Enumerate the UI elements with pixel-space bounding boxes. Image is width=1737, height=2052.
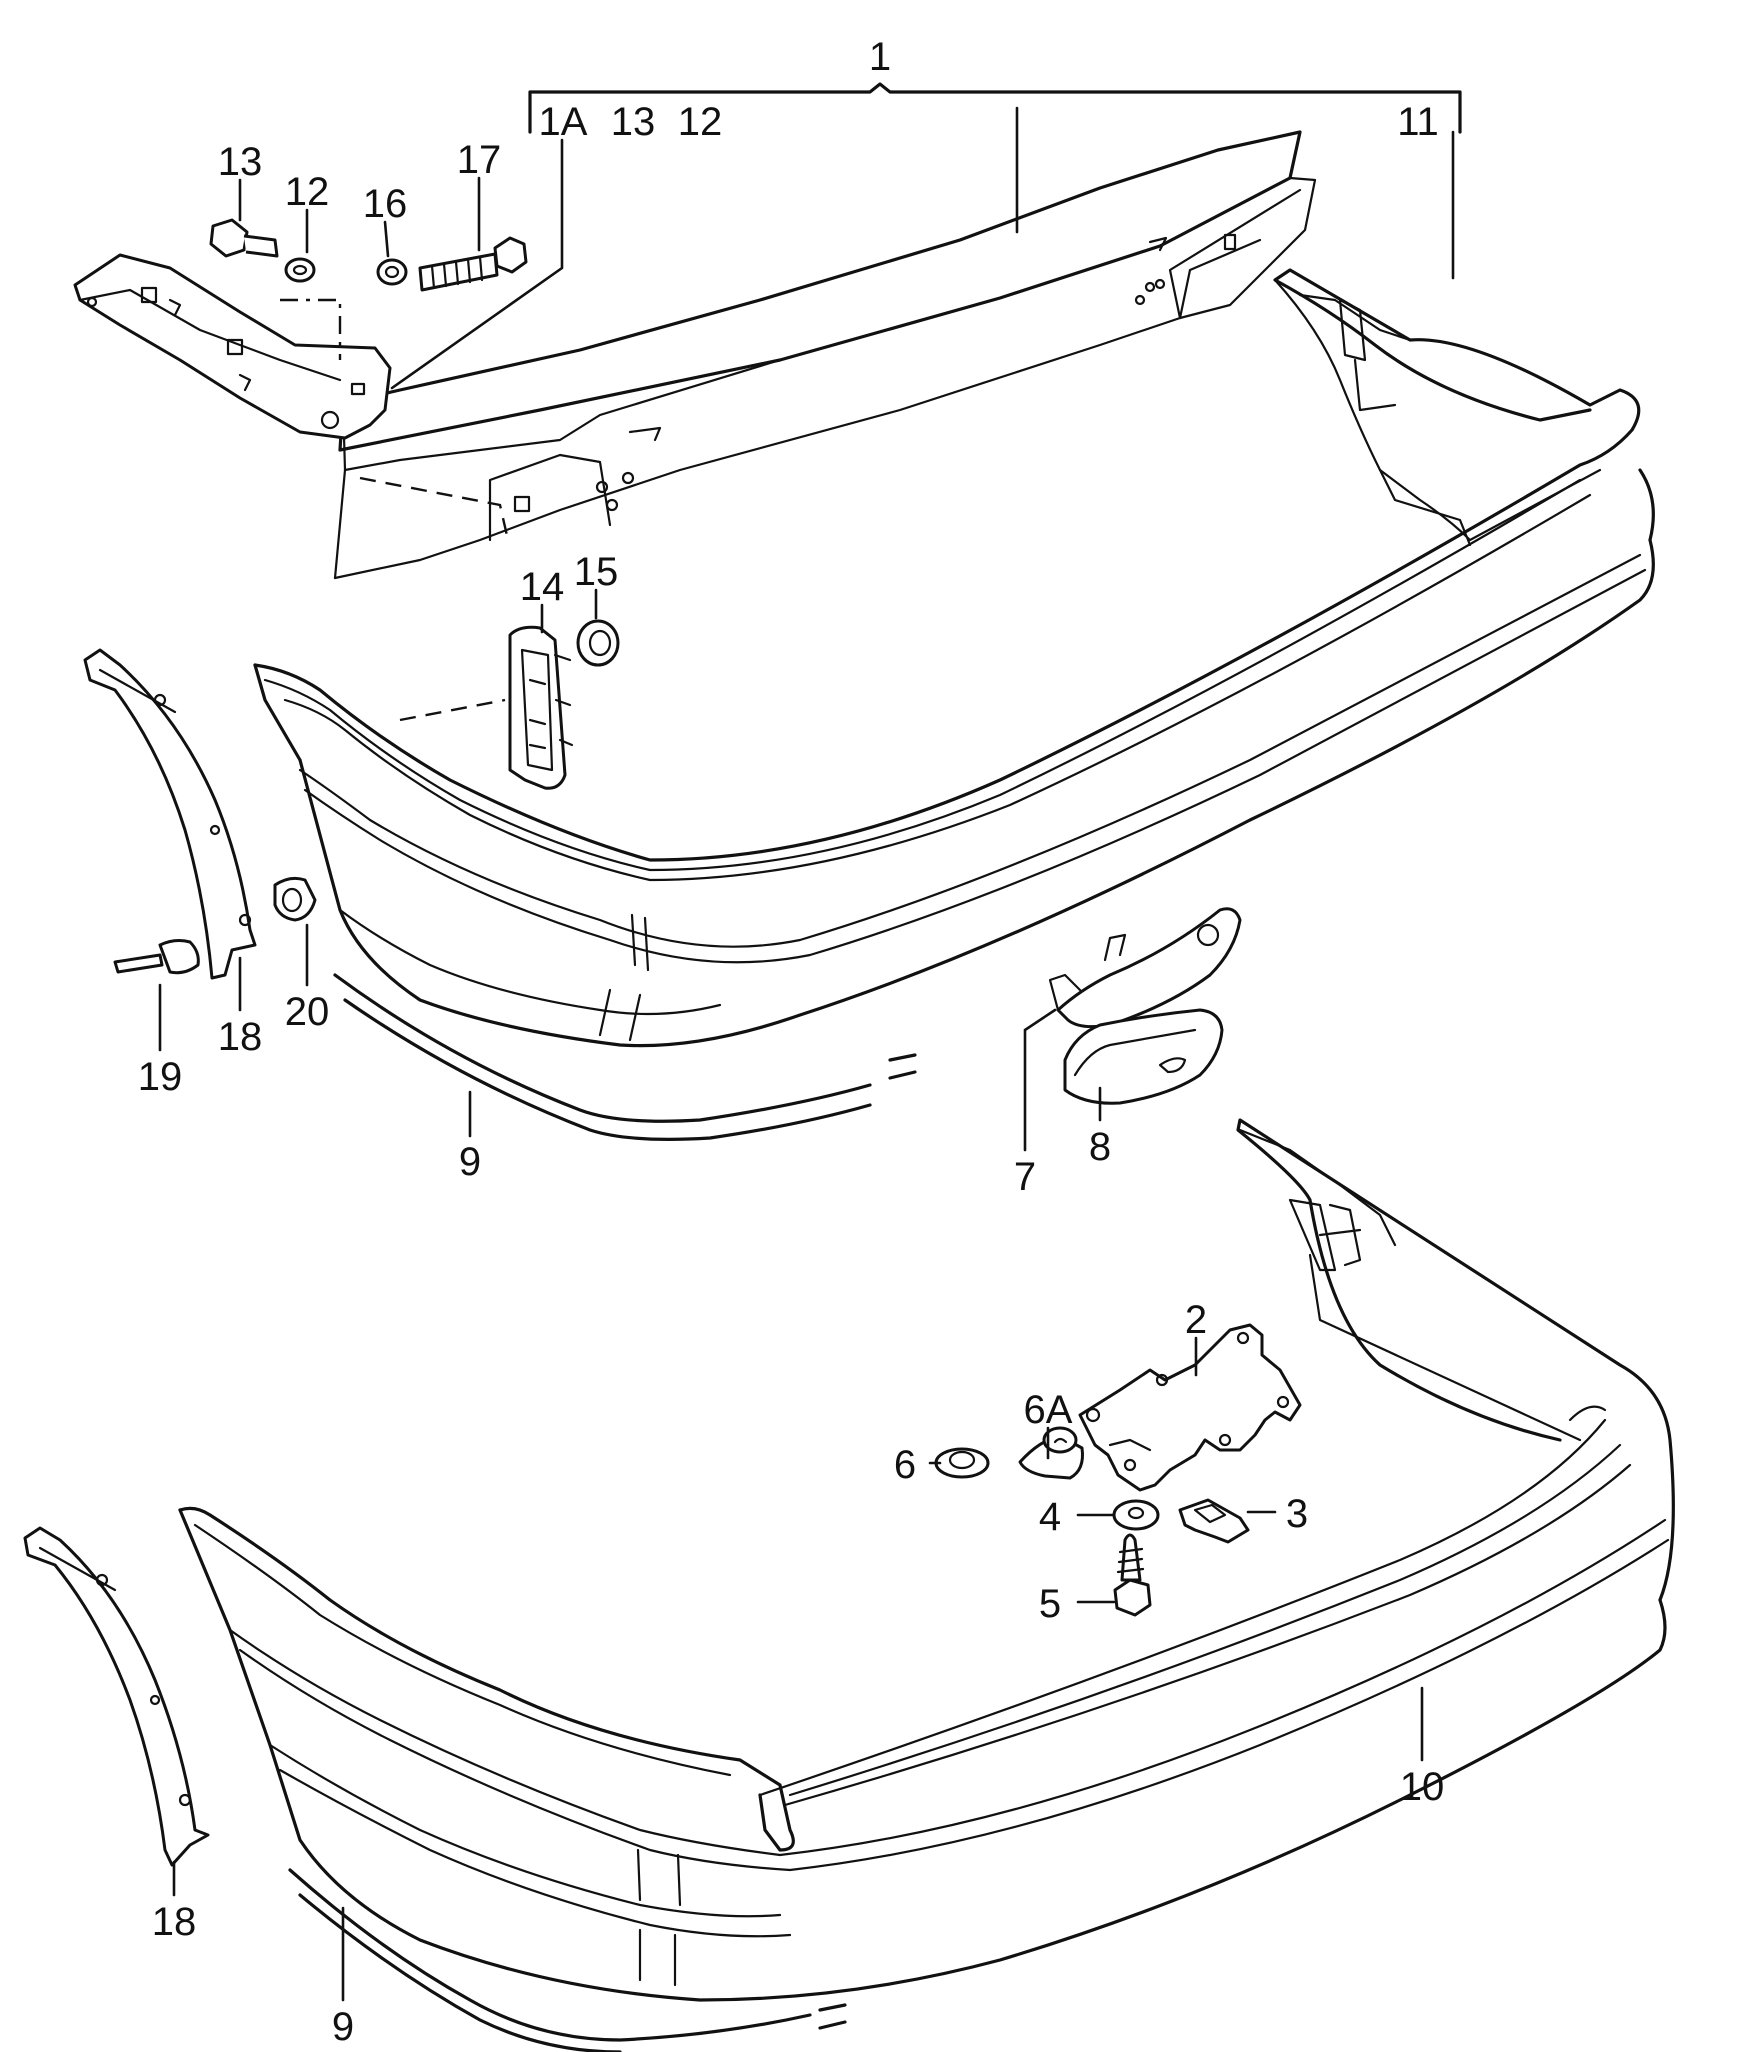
callout-1a: 1A xyxy=(539,100,588,144)
expanding-rivet xyxy=(113,939,200,975)
mounting-bracket-1a xyxy=(73,253,392,440)
assembly-line xyxy=(399,698,506,722)
bumper-cover-upper xyxy=(253,268,1655,1048)
callout-17: 17 xyxy=(457,138,502,182)
spring-clip xyxy=(1178,1498,1250,1544)
callout-9-bottom: 9 xyxy=(332,2005,354,2049)
assembly-line xyxy=(359,476,510,541)
callout-8: 8 xyxy=(1089,1125,1111,1169)
tapping-screw xyxy=(1113,1533,1152,1617)
bumper-reinforcement-beam xyxy=(333,130,1317,580)
insert-plate xyxy=(1063,1008,1224,1105)
callout-15: 15 xyxy=(574,550,619,594)
callout-20: 20 xyxy=(285,990,330,1034)
callout-12-top: 12 xyxy=(678,100,723,144)
callout-16: 16 xyxy=(363,182,408,226)
callout-18-bottom: 18 xyxy=(152,1900,197,1944)
callout-1: 1 xyxy=(869,35,891,79)
wheel-arch-trim xyxy=(83,648,257,980)
wheel-arch-trim xyxy=(23,1526,210,1867)
callout-18-top: 18 xyxy=(218,1015,263,1059)
callout-5: 5 xyxy=(1039,1582,1061,1626)
callout-labels: 1 1A 13 12 11 13 12 16 17 14 15 18 19 20… xyxy=(138,35,1445,2049)
washer xyxy=(376,258,408,286)
guide-bracket xyxy=(508,625,574,790)
bumper-cover-lower xyxy=(178,1118,1675,2002)
callout-6a: 6A xyxy=(1024,1388,1073,1432)
hex-bolt xyxy=(209,218,279,258)
callout-10: 10 xyxy=(1400,1765,1445,1809)
speed-nut xyxy=(934,1447,990,1479)
washer xyxy=(1112,1499,1160,1531)
assembly-bracket xyxy=(390,82,1462,390)
leader-lines xyxy=(158,176,1424,2002)
plastic-rivet xyxy=(1018,1426,1084,1480)
callout-13: 13 xyxy=(218,140,263,184)
grommet-nut xyxy=(576,619,620,667)
trim-strip xyxy=(333,973,917,1141)
callout-4: 4 xyxy=(1039,1495,1061,1539)
mounting-plate xyxy=(1078,1323,1302,1492)
callout-9-top: 9 xyxy=(459,1140,481,1184)
callout-3: 3 xyxy=(1286,1492,1308,1536)
trim-strip xyxy=(288,1868,847,2052)
threaded-bolt xyxy=(418,236,528,292)
callout-14: 14 xyxy=(520,565,565,609)
cover-cap xyxy=(1048,907,1242,1029)
callout-13-top: 13 xyxy=(611,100,656,144)
callout-7: 7 xyxy=(1014,1155,1036,1199)
callout-2: 2 xyxy=(1185,1298,1207,1342)
clip-nut xyxy=(273,876,317,922)
callout-12: 12 xyxy=(285,170,330,214)
callout-11: 11 xyxy=(1397,100,1439,144)
washer xyxy=(284,257,316,283)
callout-19: 19 xyxy=(138,1055,183,1099)
callout-6: 6 xyxy=(894,1443,916,1487)
